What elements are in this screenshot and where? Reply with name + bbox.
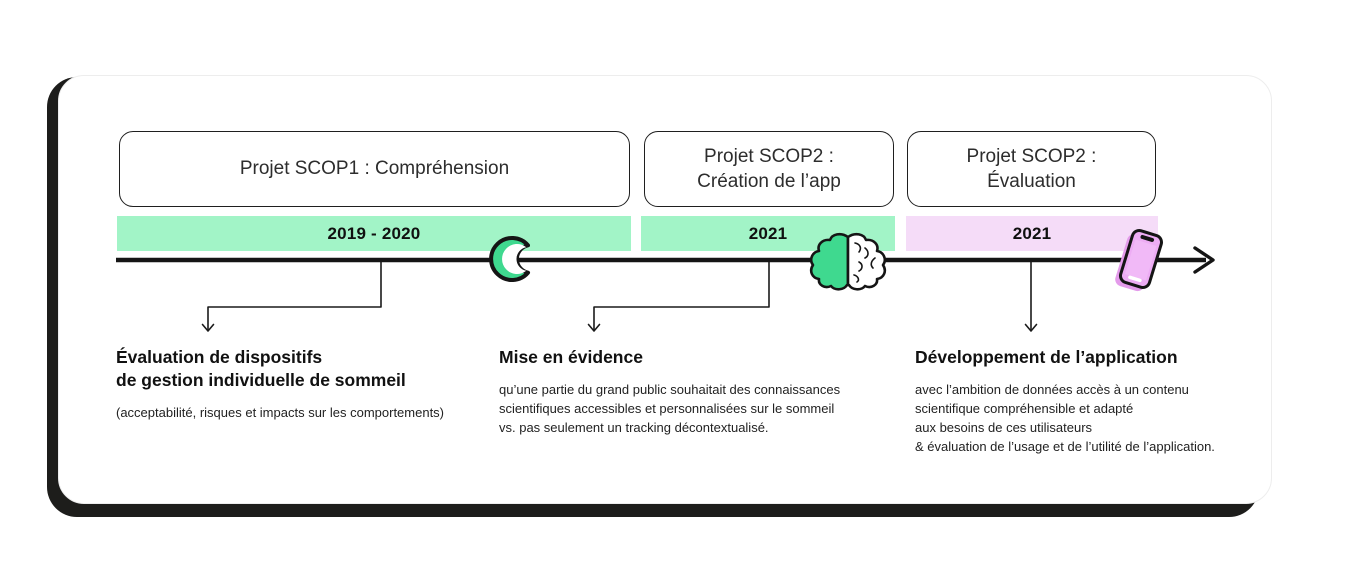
annotation-heading-line: Évaluation de dispositifs <box>116 347 323 367</box>
phase-title-line: Projet SCOP2 : <box>704 145 834 167</box>
annotation-body-line: & évaluation de l’usage et de l’utilité … <box>915 439 1215 455</box>
annotation-body-line: qu’une partie du grand public souhaitait… <box>499 381 841 397</box>
annotation-body-line: scientifiques accessibles et personnalis… <box>499 400 835 416</box>
period-bar-2021-evaluation: 2021 <box>906 216 1158 251</box>
annotation-body-line: aux besoins de ces utilisateurs <box>915 419 1093 435</box>
down-arrowhead-icon <box>1024 323 1038 332</box>
annotation-heading-line: de gestion individuelle de sommeil <box>116 369 406 390</box>
annotation-heading-line: Mise en évidence <box>499 347 643 367</box>
connector-arrow-2 <box>587 261 770 332</box>
period-bar-2019-2020: 2019 - 2020 <box>117 216 631 251</box>
period-label: 2019 - 2020 <box>327 223 421 243</box>
phase-title-line: Projet SCOP1 : Compréhension <box>239 158 510 180</box>
phase-title-line: Création de l’app <box>697 171 841 192</box>
axis-arrowhead-icon <box>1193 246 1215 274</box>
annotation-body-line: scientifique compréhensible et adapté <box>915 400 1134 416</box>
annotation-body-line: (acceptabilité, risques et impacts sur l… <box>116 404 445 420</box>
down-arrowhead-icon <box>587 323 601 332</box>
down-arrowhead-icon <box>201 323 215 332</box>
phase-box-scop2-creation: Projet SCOP2 : Création de l’app <box>644 131 894 207</box>
period-label: 2021 <box>748 223 788 243</box>
period-bar-2021-creation: 2021 <box>641 216 895 251</box>
period-label: 2021 <box>1012 223 1052 243</box>
connector-arrow-3 <box>1024 261 1038 332</box>
annotation-mise-en-evidence: Mise en évidence qu’une partie du grand … <box>499 346 840 437</box>
annotation-body-line: vs. pas seulement un tracking décontextu… <box>499 419 769 435</box>
annotation-evaluation-dispositifs: Évaluation de dispositifs de gestion ind… <box>116 346 444 422</box>
annotation-body-line: avec l’ambition de données accès à un co… <box>915 381 1189 397</box>
phase-title-line: Évaluation <box>987 171 1076 192</box>
annotation-developpement-application: Développement de l’application avec l’am… <box>915 346 1215 456</box>
annotation-heading-line: Développement de l’application <box>915 347 1178 367</box>
phase-box-scop1-comprehension: Projet SCOP1 : Compréhension <box>119 131 630 207</box>
phase-box-scop2-evaluation: Projet SCOP2 : Évaluation <box>907 131 1156 207</box>
connector-arrow-1 <box>201 261 382 332</box>
timeline-axis <box>116 246 1215 274</box>
timeline-card: Projet SCOP1 : Compréhension Projet SCOP… <box>58 75 1272 504</box>
phase-title-line: Projet SCOP2 : <box>966 145 1097 167</box>
